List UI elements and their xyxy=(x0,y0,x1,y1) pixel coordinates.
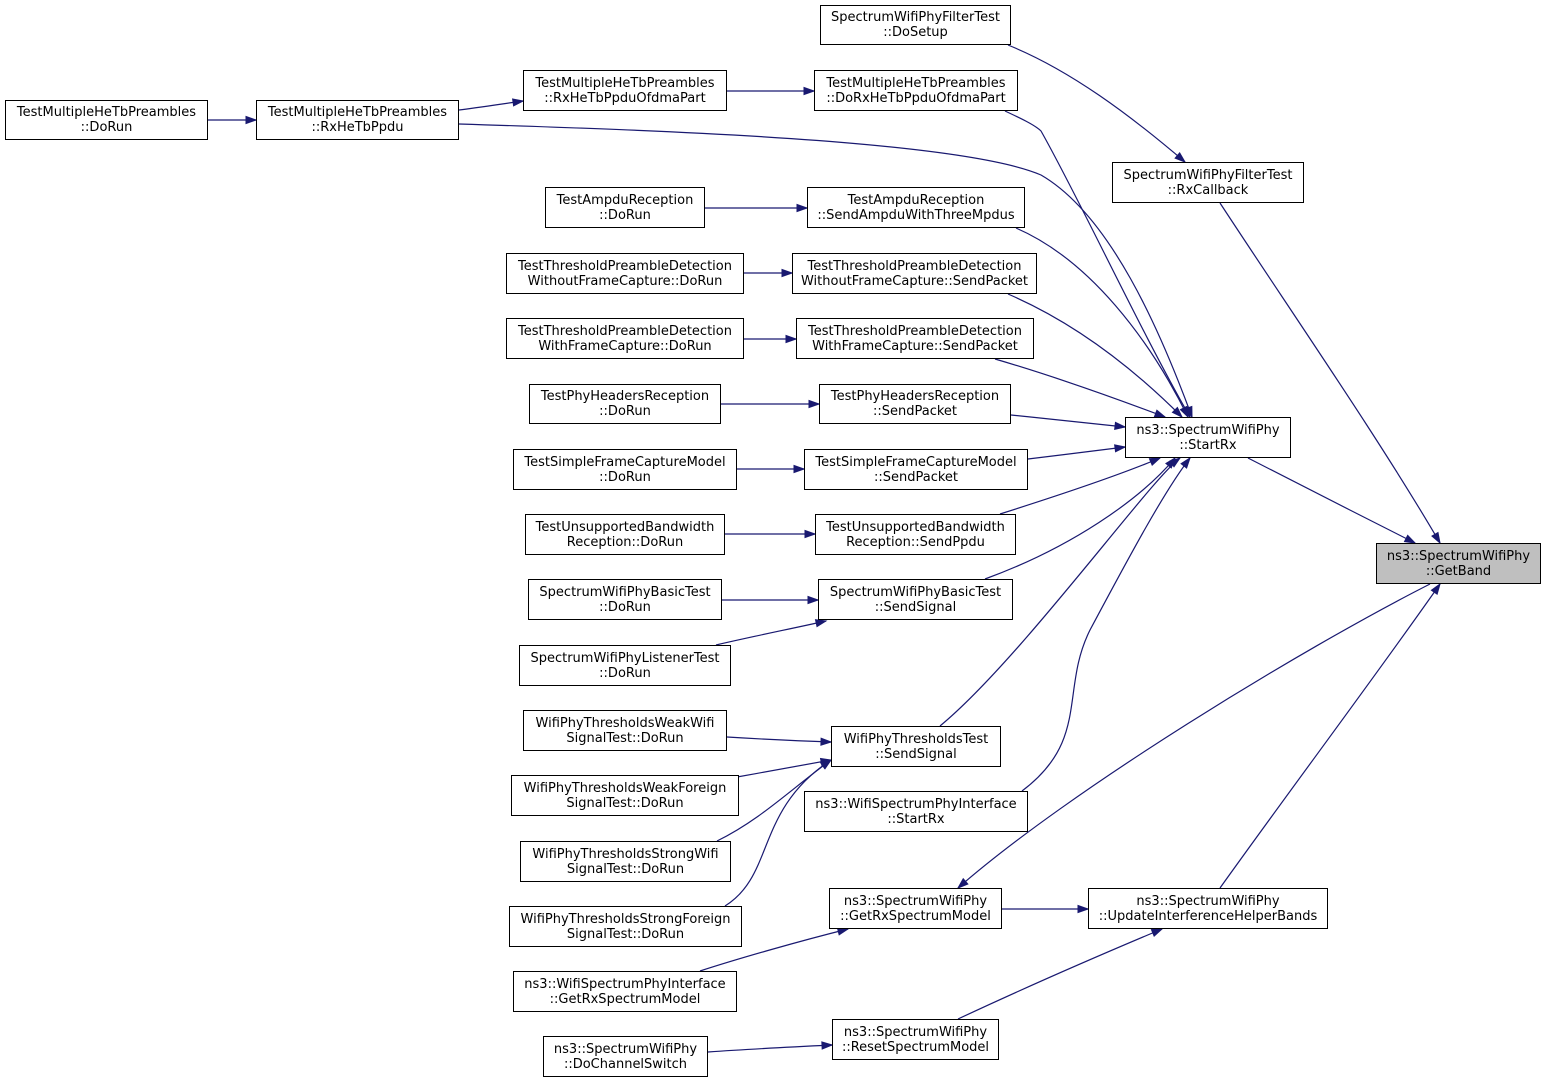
edge-arrowhead-n27-n15 xyxy=(1180,456,1191,469)
node-spectrumwifiphy-dochannelswitch[interactable]: ns3::SpectrumWifiPhy::DoChannelSwitch xyxy=(543,1036,708,1077)
node-spectrumwifiphy-resetspectrummodel[interactable]: ns3::SpectrumWifiPhy::ResetSpectrumModel xyxy=(832,1019,999,1060)
edge-n12-n15 xyxy=(994,358,1166,418)
edge-arrowhead-n3-n4 xyxy=(803,86,816,96)
node-spectrumwifiphy-getband: ns3::SpectrumWifiPhy::GetBand xyxy=(1376,543,1541,584)
node-testphyheadersreception-dorun[interactable]: TestPhyHeadersReception::DoRun xyxy=(529,384,721,424)
edge-n19-n15 xyxy=(999,457,1161,515)
edge-arrowhead-n7-n8 xyxy=(796,203,809,213)
edge-arrowhead-n20-n29 xyxy=(956,877,969,889)
edge-n2-n15 xyxy=(458,123,1193,418)
edge-arrowhead-n30-n20 xyxy=(1430,582,1441,596)
node-testmultipleheTbpreambles-dorxhetbppduofdmapart[interactable]: TestMultipleHeTbPreambles::DoRxHeTbPpduO… xyxy=(814,70,1018,111)
edge-arrowhead-n8-n15 xyxy=(1179,405,1189,419)
edge-arrowhead-n5-n6 xyxy=(1174,151,1187,163)
edge-arrowhead-n31-n25 xyxy=(819,759,833,770)
edge-arrowhead-n32-n29 xyxy=(836,927,850,936)
edge-n23-n22 xyxy=(715,620,827,646)
edge-arrowhead-n23-n22 xyxy=(814,619,828,628)
edge-arrowhead-n34-n33 xyxy=(821,1041,834,1050)
node-testsimpleframecapturemodel-dorun[interactable]: TestSimpleFrameCaptureModel::DoRun xyxy=(513,449,737,490)
edge-n6-n20 xyxy=(1219,202,1441,544)
node-wifiphythresholdstest-sendsignal[interactable]: WifiPhyThresholdsTest::SendSignal xyxy=(831,726,1001,767)
edge-arrowhead-n13-n14 xyxy=(808,399,821,409)
edge-n8-n15 xyxy=(1015,227,1189,418)
edge-n26-n25 xyxy=(736,759,832,778)
node-testsimpleframecapturemodel-sendpacket[interactable]: TestSimpleFrameCaptureModel::SendPacket xyxy=(804,449,1028,490)
edge-arrowhead-n1-n2 xyxy=(245,115,258,125)
edge-arrowhead-n11-n12 xyxy=(785,334,798,344)
node-wifispectrumphyinterface-getrxspectrummodel[interactable]: ns3::WifiSpectrumPhyInterface::GetRxSpec… xyxy=(513,971,737,1012)
edge-arrowhead-n21-n22 xyxy=(807,595,820,605)
edge-n34-n33 xyxy=(707,1044,833,1053)
edge-arrowhead-n2-n3 xyxy=(512,98,525,107)
edge-n22-n15 xyxy=(984,457,1176,580)
edge-arrowhead-n16-n17 xyxy=(793,464,806,474)
edge-n14-n15 xyxy=(1010,414,1126,428)
node-testampdureception-sendampduwiththreempdus[interactable]: TestAmpduReception::SendAmpduWithThreeMp… xyxy=(807,187,1025,228)
edge-n10-n15 xyxy=(1007,293,1183,418)
edge-n25-n15 xyxy=(939,457,1181,727)
edge-n5-n6 xyxy=(1007,44,1186,163)
edge-arrowhead-n18-n19 xyxy=(804,529,817,539)
edge-n33-n30 xyxy=(957,928,1163,1020)
edge-n24-n25 xyxy=(726,736,832,743)
edge-arrowhead-n17-n15 xyxy=(1114,444,1127,453)
edge-arrowhead-n19-n15 xyxy=(1148,457,1162,466)
edge-n27-n15 xyxy=(1021,457,1191,792)
edge-arrowhead-n9-n10 xyxy=(781,268,794,278)
edge-arrowhead-n6-n20 xyxy=(1431,531,1441,545)
node-spectrumwifiphyfiltertest-rxcallback[interactable]: SpectrumWifiPhyFilterTest::RxCallback xyxy=(1112,162,1304,203)
node-spectrumwifiphybasictest-dorun[interactable]: SpectrumWifiPhyBasicTest::DoRun xyxy=(528,579,722,620)
edge-arrowhead-n24-n25 xyxy=(820,737,833,746)
edge-arrowhead-n15-n20 xyxy=(1403,534,1417,544)
edge-n4-n15 xyxy=(1004,110,1191,418)
edge-arrowhead-n12-n15 xyxy=(1153,409,1167,418)
edge-n30-n20 xyxy=(1219,583,1441,889)
node-testmultipleheTbpreambles-dorun[interactable]: TestMultipleHeTbPreambles::DoRun xyxy=(5,100,208,140)
node-spectrumwifiphylistenertest-dorun[interactable]: SpectrumWifiPhyListenerTest::DoRun xyxy=(519,645,731,686)
node-spectrumwifiphybasictest-sendsignal[interactable]: SpectrumWifiPhyBasicTest::SendSignal xyxy=(818,579,1013,620)
node-spectrumwifiphy-updateinterferencehelperbands[interactable]: ns3::SpectrumWifiPhy::UpdateInterference… xyxy=(1088,888,1328,929)
node-wifispectrumphyinterface-startrx[interactable]: ns3::WifiSpectrumPhyInterface::StartRx xyxy=(804,791,1028,832)
node-spectrumwifiphy-getrxspectrummodel[interactable]: ns3::SpectrumWifiPhy::GetRxSpectrumModel xyxy=(829,888,1002,929)
node-testphyheadersreception-sendpacket[interactable]: TestPhyHeadersReception::SendPacket xyxy=(819,384,1011,424)
edge-n31-n25 xyxy=(724,759,832,907)
edge-n20-n29 xyxy=(957,583,1431,889)
node-testmultipleheTbpreambles-rxhetbppduofdmapart[interactable]: TestMultipleHeTbPreambles::RxHeTbPpduOfd… xyxy=(523,70,727,111)
edge-n17-n15 xyxy=(1027,446,1126,460)
edge-arrowhead-n29-n30 xyxy=(1077,904,1090,914)
edge-arrowhead-n25-n15 xyxy=(1169,457,1182,468)
edge-n32-n29 xyxy=(699,928,849,972)
node-testampdureception-dorun[interactable]: TestAmpduReception::DoRun xyxy=(545,187,705,228)
node-spectrumwifiphyfiltertest-dosetup[interactable]: SpectrumWifiPhyFilterTest::DoSetup xyxy=(820,5,1011,45)
node-spectrumwifiphy-startrx[interactable]: ns3::SpectrumWifiPhy::StartRx xyxy=(1125,417,1291,458)
node-testmultipleheTbpreambles-rxhetbppdu[interactable]: TestMultipleHeTbPreambles::RxHeTbPpdu xyxy=(256,100,459,140)
edge-arrowhead-n33-n30 xyxy=(1150,928,1164,937)
edge-n15-n20 xyxy=(1247,457,1416,544)
edge-arrowhead-n14-n15 xyxy=(1114,421,1127,430)
edge-arrowhead-n10-n15 xyxy=(1171,406,1184,419)
